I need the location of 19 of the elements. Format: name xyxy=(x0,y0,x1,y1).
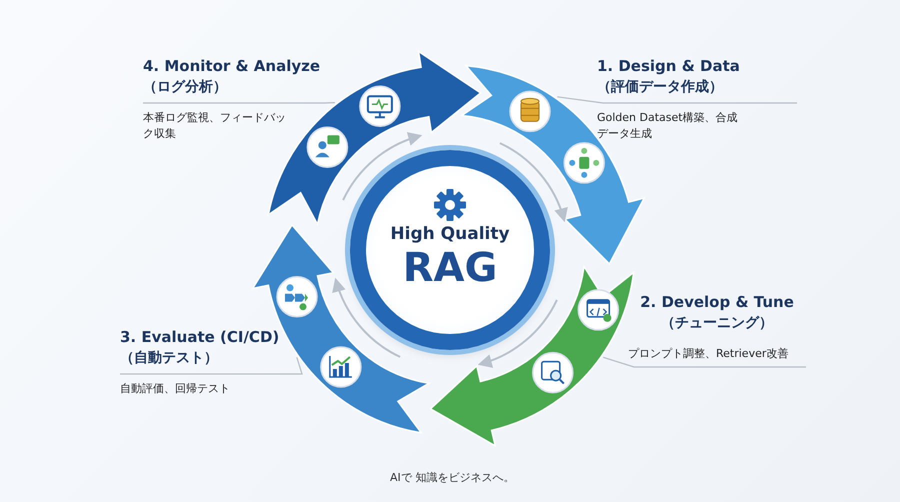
rag-heading: RAG xyxy=(402,246,498,290)
stage-subtitle: （自動テスト） xyxy=(120,349,219,368)
stage-description: Golden Dataset構築、合成データ生成 xyxy=(597,110,739,142)
stage-description: 本番ログ監視、フィードバック収集 xyxy=(143,110,287,142)
stage-description: 自動評価、回帰テスト xyxy=(120,381,231,397)
stage-title: 1. Design & Data xyxy=(597,56,741,77)
stage-subtitle: （評価データ作成） xyxy=(597,78,724,97)
quality-heading: High Quality xyxy=(390,223,510,246)
stage-subtitle: （チューニング） xyxy=(660,314,774,333)
stage-title: 3. Evaluate (CI/CD) xyxy=(120,327,280,348)
stage-title: 2. Develop & Tune xyxy=(639,292,795,313)
stage-title: 4. Monitor & Analyze xyxy=(143,56,322,77)
stage-description: プロンプト調整、Retriever改善 xyxy=(628,346,790,362)
leader-line xyxy=(557,96,797,104)
leader-line xyxy=(603,356,806,368)
tagline: AIで 知識をビジネスへ。 xyxy=(390,470,510,485)
leader-line xyxy=(143,102,335,104)
stage-subtitle: （ログ分析） xyxy=(143,78,228,97)
leader-line xyxy=(120,357,303,375)
